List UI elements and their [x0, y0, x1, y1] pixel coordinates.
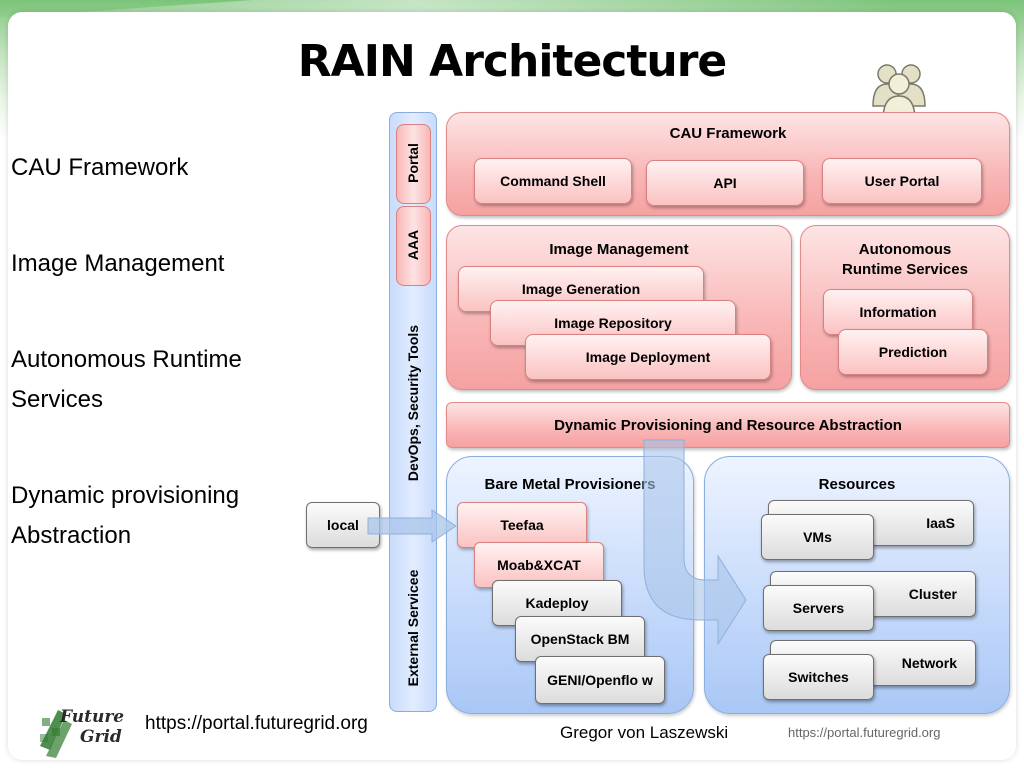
portal-label: Portal [405, 143, 421, 183]
footer-author: Gregor von Laszewski [560, 723, 729, 742]
cau-framework-title: CAU Framework [669, 125, 787, 142]
logo-future-text: Future [59, 707, 124, 727]
logo-grid-text: Grid [80, 727, 122, 747]
dynamic-provisioning-bar: Dynamic Provisioning and Resource Abstra… [446, 402, 1010, 448]
aaa-block [396, 206, 431, 286]
portal-block [396, 124, 431, 204]
command-shell-box: Command Shell [474, 158, 632, 204]
futuregrid-logo: Future Grid [36, 700, 134, 758]
openstack-bm-box: OpenStack BM [515, 616, 645, 662]
autonomous-title-line2: Runtime Services [842, 261, 968, 278]
footer-url-right[interactable]: https://portal.futuregrid.org [788, 725, 941, 740]
teefaa-box: Teefaa [457, 502, 587, 548]
external-services-label: External Servicee [405, 569, 421, 687]
user-portal-box: User Portal [822, 158, 982, 204]
footer-url-left[interactable]: https://portal.futuregrid.org [145, 713, 368, 734]
autonomous-title-line1: Autonomous [858, 241, 952, 258]
bare-metal-title: Bare Metal Provisioners [484, 476, 656, 493]
image-management-title: Image Management [549, 241, 689, 258]
servers-box: Servers [763, 585, 874, 631]
api-box: API [646, 160, 804, 206]
geni-openflow-box: GENI/Openflo w [535, 656, 665, 704]
bullet-autonomous-line1: Autonomous Runtime [11, 346, 242, 373]
prediction-box: Prediction [838, 329, 988, 375]
bullet-autonomous-line2: Services [11, 386, 104, 413]
slide-title: RAIN Architecture [297, 36, 728, 87]
resources-title: Resources [818, 476, 896, 493]
bullet-dynamic-line1: Dynamic provisioning [11, 482, 240, 509]
local-node: local [306, 502, 380, 548]
switches-box: Switches [763, 654, 874, 700]
bullet-cau: CAU Framework [11, 154, 189, 181]
bullet-dynamic-line2: Abstraction [11, 522, 132, 549]
bullet-image-management: Image Management [11, 250, 225, 277]
devops-label: DevOps, Security Tools [405, 324, 421, 482]
vms-box: VMs [761, 514, 874, 560]
aaa-label: AAA [405, 229, 421, 261]
image-deployment-box: Image Deployment [525, 334, 771, 380]
